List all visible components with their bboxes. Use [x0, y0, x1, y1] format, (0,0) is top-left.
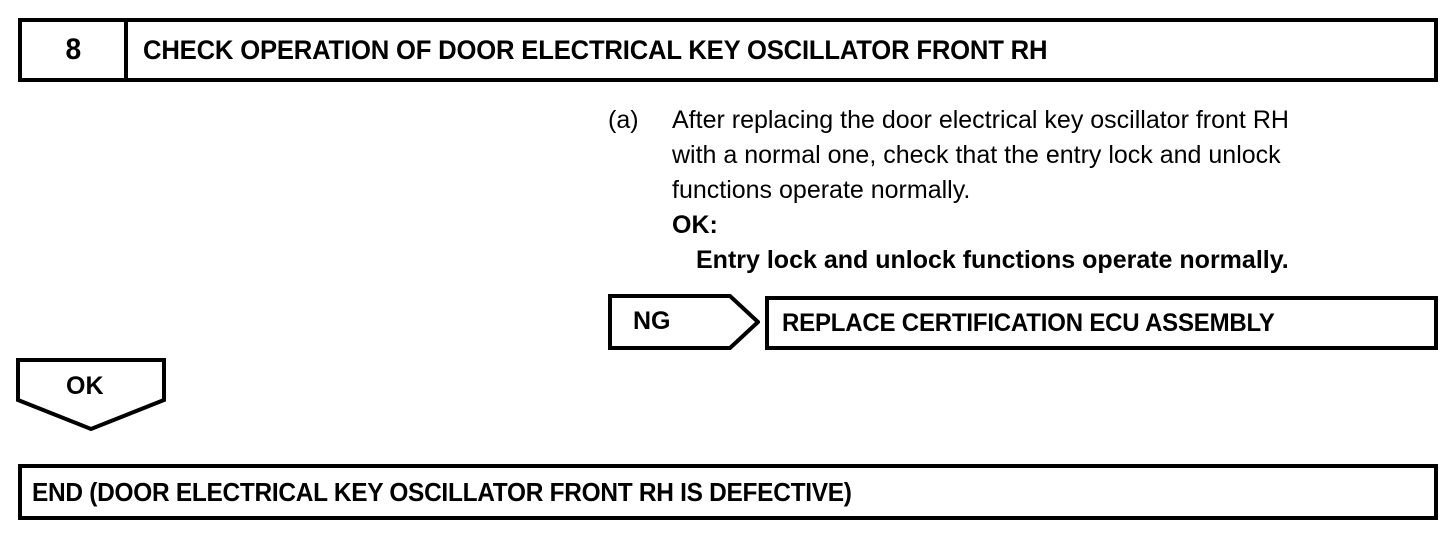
ok-criteria: Entry lock and unlock functions operate … — [696, 246, 1289, 274]
procedure-body: After replacing the door electrical key … — [672, 103, 1436, 278]
procedure-marker: (a) — [608, 106, 639, 134]
step-header-bar: 8 CHECK OPERATION OF DOOR ELECTRICAL KEY… — [18, 18, 1438, 82]
ng-result-text: REPLACE CERTIFICATION ECU ASSEMBLY — [782, 308, 1275, 337]
step-number-cell: 8 — [22, 22, 128, 78]
procedure-item: (a) After replacing the door electrical … — [608, 103, 1436, 278]
step-number: 8 — [65, 33, 81, 66]
ok-heading: OK: — [672, 211, 718, 239]
procedure-line: After replacing the door electrical key … — [672, 106, 1289, 134]
ng-arrow-icon — [608, 294, 760, 350]
ng-result-box: REPLACE CERTIFICATION ECU ASSEMBLY — [765, 296, 1438, 350]
ng-branch-label: NG — [633, 307, 671, 335]
procedure-line: with a normal one, check that the entry … — [672, 141, 1281, 169]
end-result-box: END (DOOR ELECTRICAL KEY OSCILLATOR FRON… — [18, 464, 1438, 520]
ok-branch-label: OK — [66, 372, 104, 400]
ok-arrow-icon — [16, 358, 166, 432]
end-result-text: END (DOOR ELECTRICAL KEY OSCILLATOR FRON… — [32, 476, 852, 507]
procedure-block: (a) After replacing the door electrical … — [608, 103, 1436, 278]
step-title-cell: CHECK OPERATION OF DOOR ELECTRICAL KEY O… — [128, 22, 1434, 78]
procedure-line: functions operate normally. — [672, 176, 971, 204]
step-title: CHECK OPERATION OF DOOR ELECTRICAL KEY O… — [143, 34, 1048, 65]
